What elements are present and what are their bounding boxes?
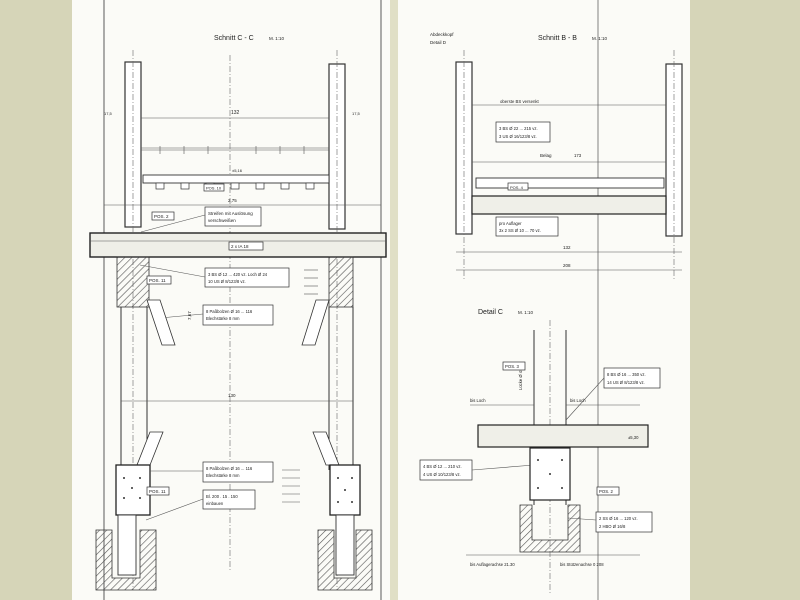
pos-2-tag	[151, 211, 175, 221]
bis-stuetzen-label: bis Stützenachse 0 208	[560, 562, 604, 567]
bis-loch-left: bis Loch	[470, 398, 486, 403]
detail-foundation	[519, 504, 581, 553]
pos-11-tag	[146, 275, 172, 285]
left-support-hatch	[116, 256, 150, 308]
dim-right-175: 17,5	[352, 111, 361, 116]
rebar-3-line-2: 3 US Ø 16/123/8 vz.	[499, 134, 537, 139]
right-brace	[301, 299, 330, 346]
rebar-note-box	[204, 267, 290, 288]
detail-rebar-1-line-1: 8 BS Ø 16 ... 350 vz.	[607, 372, 646, 377]
right-foundation	[317, 529, 373, 591]
bolt-note-2-line-2: Blechstärke 8 mm	[206, 473, 240, 478]
pos-2-label: POS. 2	[154, 214, 169, 219]
section-c-c-scale: M. 1:10	[269, 36, 285, 41]
dim-130: 130	[228, 393, 236, 398]
bolt-note-1-line-2: Blechstärke 8 mm	[206, 316, 240, 321]
plate-note-line-1: Bl. 200 . 15 . 150	[206, 494, 238, 499]
pos-4-label: POS. 4	[510, 185, 524, 190]
belag-label: Belag	[540, 153, 552, 158]
auflager-box	[495, 216, 559, 237]
deck-panel	[142, 174, 330, 184]
left-base-plate	[115, 464, 151, 516]
oberste-bs-label: oberste BS versenkt	[500, 99, 539, 104]
dim-275: 2,75	[228, 198, 237, 203]
strip-note-line-2: verschweißen	[208, 218, 236, 223]
dim-530: ±5,30	[628, 435, 639, 440]
detail-beam	[477, 424, 649, 448]
dim-height-767: 7,67	[187, 311, 192, 320]
bb-beam	[471, 195, 667, 215]
detail-d-label: Detail D	[430, 40, 447, 45]
section-b-b: Schnitt B - B M. 1:10 Abdeckkopf Detail …	[430, 0, 683, 600]
bolt-note-1-box	[202, 304, 274, 326]
rebar-3-line-1: 3 BS Ø 22 ... 215 vz.	[499, 126, 538, 131]
section-c-c-title: Schnitt C - C	[214, 35, 254, 42]
luecke-label: Lücke Ø 45	[518, 368, 523, 390]
ss-line-2: 2 HBO Ø 16/8	[599, 524, 626, 529]
dim-132: 132	[231, 110, 240, 116]
strip-note-line-1: Streifen mit Auslösung	[208, 211, 253, 216]
left-brace	[146, 299, 176, 346]
bolt-note-2-box	[202, 461, 274, 483]
bis-loch-right: bis Loch	[570, 398, 586, 403]
ss-line-1: 2 SS Ø 16 ... 120 vz.	[599, 516, 638, 521]
beam-label-box	[228, 241, 264, 251]
auflager-line-1: pro Auflager	[499, 221, 522, 226]
ss-box	[595, 511, 653, 533]
dim-left-175: 17,5	[104, 111, 113, 116]
bolt-note-1-line-1: 8 Paßbolzen Ø 16 ... 116	[206, 309, 253, 314]
bis-auflager-label: bis Auflagerachse 21.30	[470, 562, 515, 567]
pos-11-label-lower: POS. 11	[149, 489, 166, 494]
detail-rebar-2-line-1: 4 BS Ø 12 ... 210 vz.	[423, 464, 462, 469]
detail-c-title: Detail C	[478, 309, 503, 316]
bb-dim-132: 132	[563, 245, 571, 250]
rebar-note-line-1: 3 BS Ø 12 ... 420 vz. Loch Ø 24	[208, 272, 268, 277]
detail-pos-2-label: POS. 2	[599, 489, 613, 494]
section-b-b-scale: M. 1:10	[592, 36, 608, 41]
beam-label: 2 x IA 18	[231, 244, 249, 249]
pos-11-label: POS. 11	[149, 278, 166, 283]
main-beam	[89, 232, 387, 258]
detail-rebar-1-line-2: 14 US Ø 8/123/8 vz.	[607, 380, 645, 385]
rebar-note-line-2: 10 US Ø 8/123/8 vz.	[208, 279, 246, 284]
detail-c-scale: M. 1:10	[518, 310, 534, 315]
detail-c: Detail C M. 1:10 Lücke Ø 45 POS. 3 8 BS …	[419, 309, 661, 595]
bb-deck	[475, 177, 665, 189]
pos-10-tag	[203, 183, 225, 192]
auflager-line-2: 3x 2 SS Ø 10 ... 70 vz.	[499, 228, 541, 233]
bb-dim-208: 208	[563, 263, 571, 268]
bolt-note-2-line-1: 8 Paßbolzen Ø 16 ... 116	[206, 466, 253, 471]
section-b-b-title: Schnitt B - B	[538, 35, 577, 42]
rebar-3-box	[495, 121, 551, 143]
dim-536: ±5,16	[232, 168, 243, 173]
detail-rebar-1-box	[603, 367, 661, 389]
sheet-gap	[390, 0, 398, 600]
pos-11-tag-lower	[146, 486, 170, 496]
detail-pos-3-label: POS. 3	[505, 364, 519, 369]
left-foundation	[95, 529, 157, 591]
abdeckkopf-label: Abdeckkopf	[430, 32, 454, 37]
right-support-hatch	[328, 256, 354, 308]
dim-173: 173	[574, 153, 582, 158]
pos-10-label: POS. 10	[206, 186, 222, 191]
detail-rebar-2-box	[419, 459, 473, 481]
section-c-c: Schnitt C - C M. 1:10 132 17,5 17,5	[89, 0, 387, 600]
plate-note-line-2: einbauen	[206, 501, 224, 506]
plate-note-box	[202, 489, 256, 510]
detail-rebar-2-line-2: 4 US Ø 10/123/8 vz.	[423, 472, 461, 477]
strip-note-box	[204, 206, 262, 227]
